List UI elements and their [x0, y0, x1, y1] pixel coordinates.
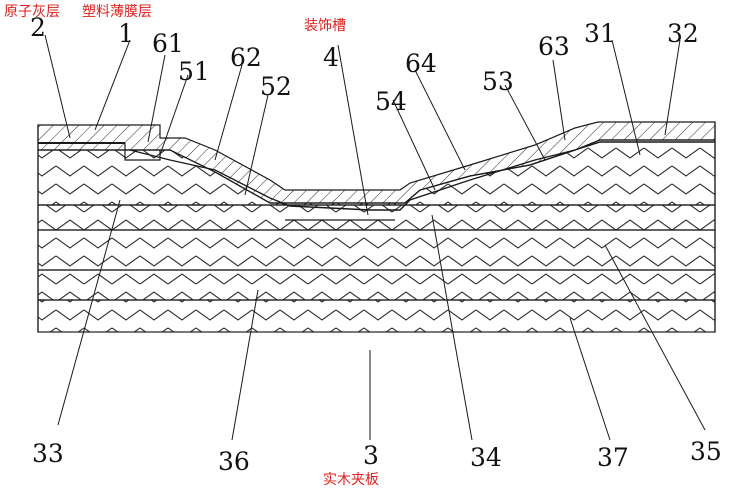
label-35: 35	[690, 437, 722, 466]
annotation-decorative-groove: 装饰槽	[304, 18, 346, 34]
ply-layer-37	[37, 269, 716, 301]
label-3: 3	[363, 441, 379, 470]
label-34: 34	[470, 443, 502, 472]
label-51: 51	[178, 57, 210, 86]
label-2: 2	[30, 13, 46, 42]
ply-layer-35	[37, 204, 716, 231]
annotation-atomic-ash-layer: 原子灰层	[4, 4, 60, 20]
annotation-solid-wood-plywood: 实木夹板	[323, 472, 379, 488]
annotations: 原子灰层 塑料薄膜层 装饰槽 实木夹板	[4, 4, 379, 488]
surface-coatings	[37, 121, 716, 221]
label-36: 36	[218, 447, 250, 476]
label-64: 64	[405, 49, 437, 78]
label-63: 63	[538, 32, 570, 61]
label-31: 31	[584, 19, 616, 48]
label-62: 62	[230, 43, 262, 72]
film-line-groove	[129, 141, 715, 211]
label-32: 32	[667, 19, 699, 48]
label-54: 54	[375, 87, 407, 116]
annotation-plastic-film-layer: 塑料薄膜层	[82, 4, 152, 20]
ply-layer-bottom	[37, 299, 716, 333]
leader-lines	[44, 34, 706, 441]
coating-layer-1	[37, 121, 716, 204]
label-61: 61	[152, 29, 184, 58]
label-52: 52	[260, 72, 292, 101]
ply-layer-36	[37, 229, 716, 271]
label-33: 33	[32, 439, 64, 468]
plywood-board	[37, 139, 716, 333]
label-4: 4	[323, 43, 339, 72]
label-53: 53	[482, 67, 514, 96]
label-1: 1	[118, 19, 134, 48]
label-37: 37	[597, 443, 629, 472]
number-labels: 2 1 61 51 62 52 4 64 54 53 63 31 32 33 3…	[30, 13, 722, 476]
